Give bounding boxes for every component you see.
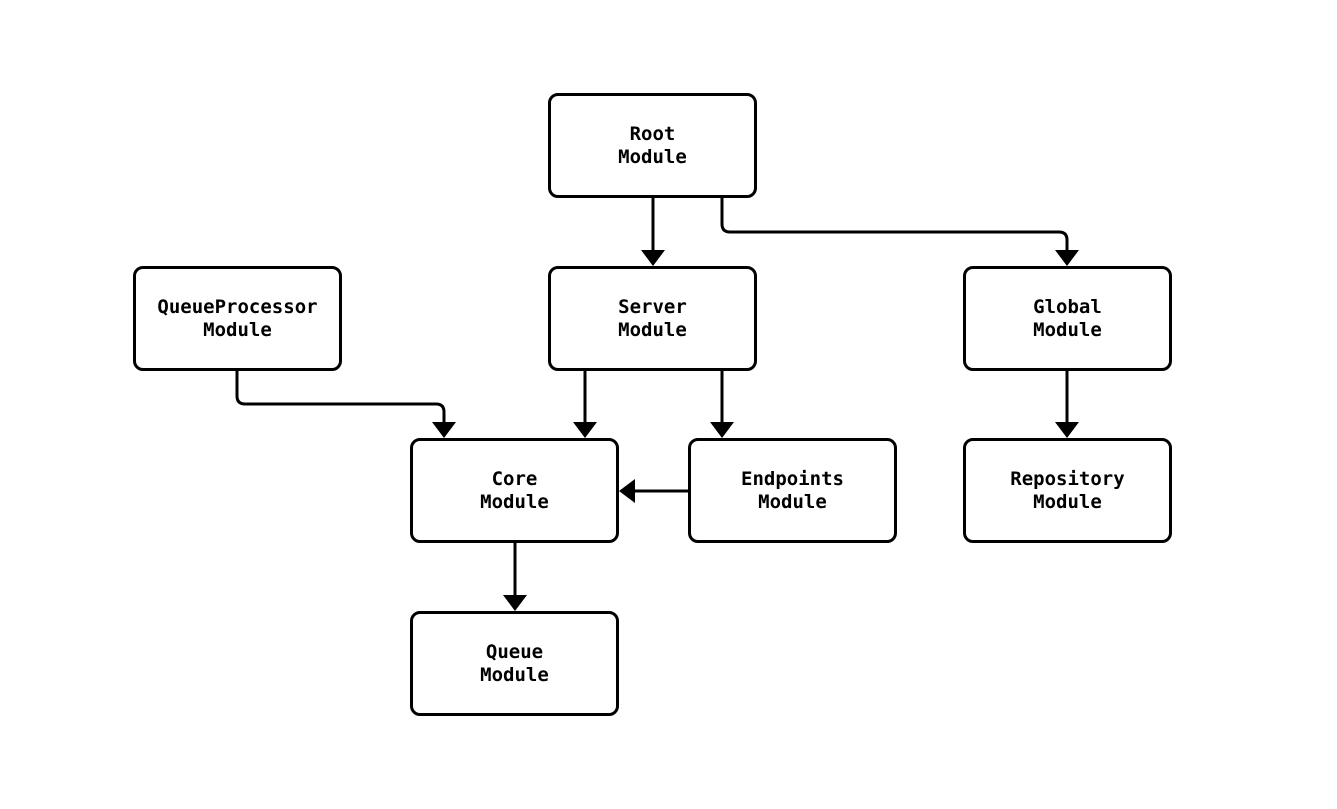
edge-server-to-endpoints [710, 371, 734, 438]
edge-endpoints-to-core [619, 479, 688, 503]
node-label-line2: Module [203, 318, 272, 341]
node-label-line2: Module [758, 490, 827, 513]
node-label-line2: Module [480, 663, 549, 686]
node-label-line1: Global [1033, 295, 1102, 318]
edge-server-to-core [573, 371, 597, 438]
node-endpoints-module: Endpoints Module [688, 438, 897, 543]
node-label-line2: Module [480, 490, 549, 513]
node-queue-module: Queue Module [410, 611, 619, 716]
node-label-line1: Root [629, 122, 676, 145]
node-label-line2: Module [1033, 318, 1102, 341]
node-label-line2: Module [618, 318, 687, 341]
edge-core-to-queue [503, 543, 527, 611]
node-label-line2: Module [1033, 490, 1102, 513]
node-label-line1: QueueProcessor [157, 295, 318, 318]
edge-root-to-server [641, 198, 665, 266]
node-global-module: Global Module [963, 266, 1172, 371]
edge-global-to-repository [1055, 371, 1079, 438]
node-queueprocessor-module: QueueProcessor Module [133, 266, 342, 371]
edge-root-to-global [720, 198, 1079, 266]
node-label-line1: Repository [1010, 467, 1125, 490]
node-label-line1: Queue [485, 640, 544, 663]
node-label-line2: Module [618, 145, 687, 168]
node-label-line1: Endpoints [741, 467, 844, 490]
edge-queueprocessor-to-core [235, 371, 456, 438]
node-server-module: Server Module [548, 266, 757, 371]
node-label-line1: Server [618, 295, 687, 318]
node-root-module: Root Module [548, 93, 757, 198]
node-core-module: Core Module [410, 438, 619, 543]
node-repository-module: Repository Module [963, 438, 1172, 543]
node-label-line1: Core [491, 467, 538, 490]
